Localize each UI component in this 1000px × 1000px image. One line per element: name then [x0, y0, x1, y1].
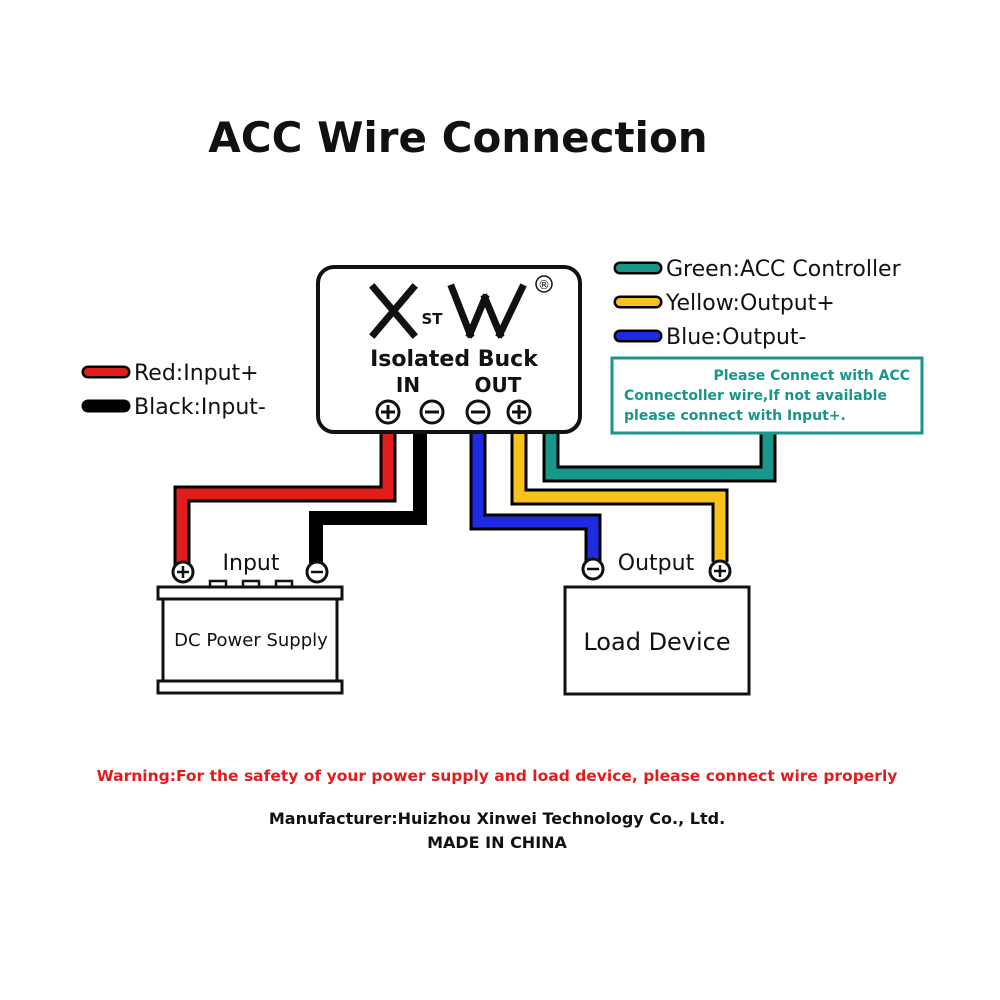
- legend-left: Red:Input+ Black:Input-: [81, 361, 266, 420]
- legend-black-label: Black:Input-: [134, 395, 266, 420]
- plus-terminal-icon: [708, 559, 732, 583]
- svg-text:ST: ST: [421, 310, 443, 328]
- load-terminal-label: Output: [618, 551, 695, 576]
- minus-terminal-icon: [465, 399, 491, 425]
- minus-terminal-icon: [581, 557, 605, 581]
- module-out-label: OUT: [475, 373, 522, 397]
- legend-right: Green:ACC Controller Yellow:Output+ Blue…: [613, 257, 902, 350]
- wire-black-input-minus: [309, 428, 427, 566]
- module-in-label: IN: [396, 373, 420, 397]
- note-line-2: Connectoller wire,If not available: [624, 388, 887, 404]
- wires: [173, 428, 777, 566]
- origin-text: MADE IN CHINA: [427, 833, 567, 852]
- minus-terminal-icon: [419, 399, 445, 425]
- acc-note-box: Please Connect with ACC Connectoller wir…: [610, 356, 924, 435]
- module-name: Isolated Buck: [370, 347, 539, 372]
- dc-power-supply: DC Power Supply Input: [156, 551, 344, 695]
- registered-mark: ®: [538, 278, 550, 292]
- legend-yellow-label: Yellow:Output+: [665, 291, 835, 316]
- minus-terminal-icon: [305, 560, 329, 584]
- page-title: ACC Wire Connection: [208, 113, 707, 162]
- note-line-3: please connect with Input+.: [624, 408, 846, 424]
- load-device: Load Device Output: [563, 551, 751, 696]
- legend-green-label: Green:ACC Controller: [666, 257, 902, 282]
- plus-terminal-icon: [171, 560, 195, 584]
- power-supply-name: DC Power Supply: [174, 630, 328, 651]
- xstw-logo: ST ®: [369, 275, 553, 339]
- plus-terminal-icon: [375, 399, 401, 425]
- note-line-1: Please Connect with ACC: [713, 368, 910, 384]
- manufacturer-text: Manufacturer:Huizhou Xinwei Technology C…: [269, 809, 725, 828]
- plus-terminal-icon: [506, 399, 532, 425]
- warning-text: Warning:For the safety of your power sup…: [97, 767, 898, 785]
- wire-green-acc: [542, 428, 777, 483]
- load-device-name: Load Device: [583, 628, 730, 656]
- legend-blue-label: Blue:Output-: [666, 325, 806, 350]
- buck-module: ST ® Isolated Buck IN OUT: [316, 265, 582, 434]
- power-supply-terminal-label: Input: [223, 551, 280, 576]
- legend-red-label: Red:Input+: [134, 361, 259, 386]
